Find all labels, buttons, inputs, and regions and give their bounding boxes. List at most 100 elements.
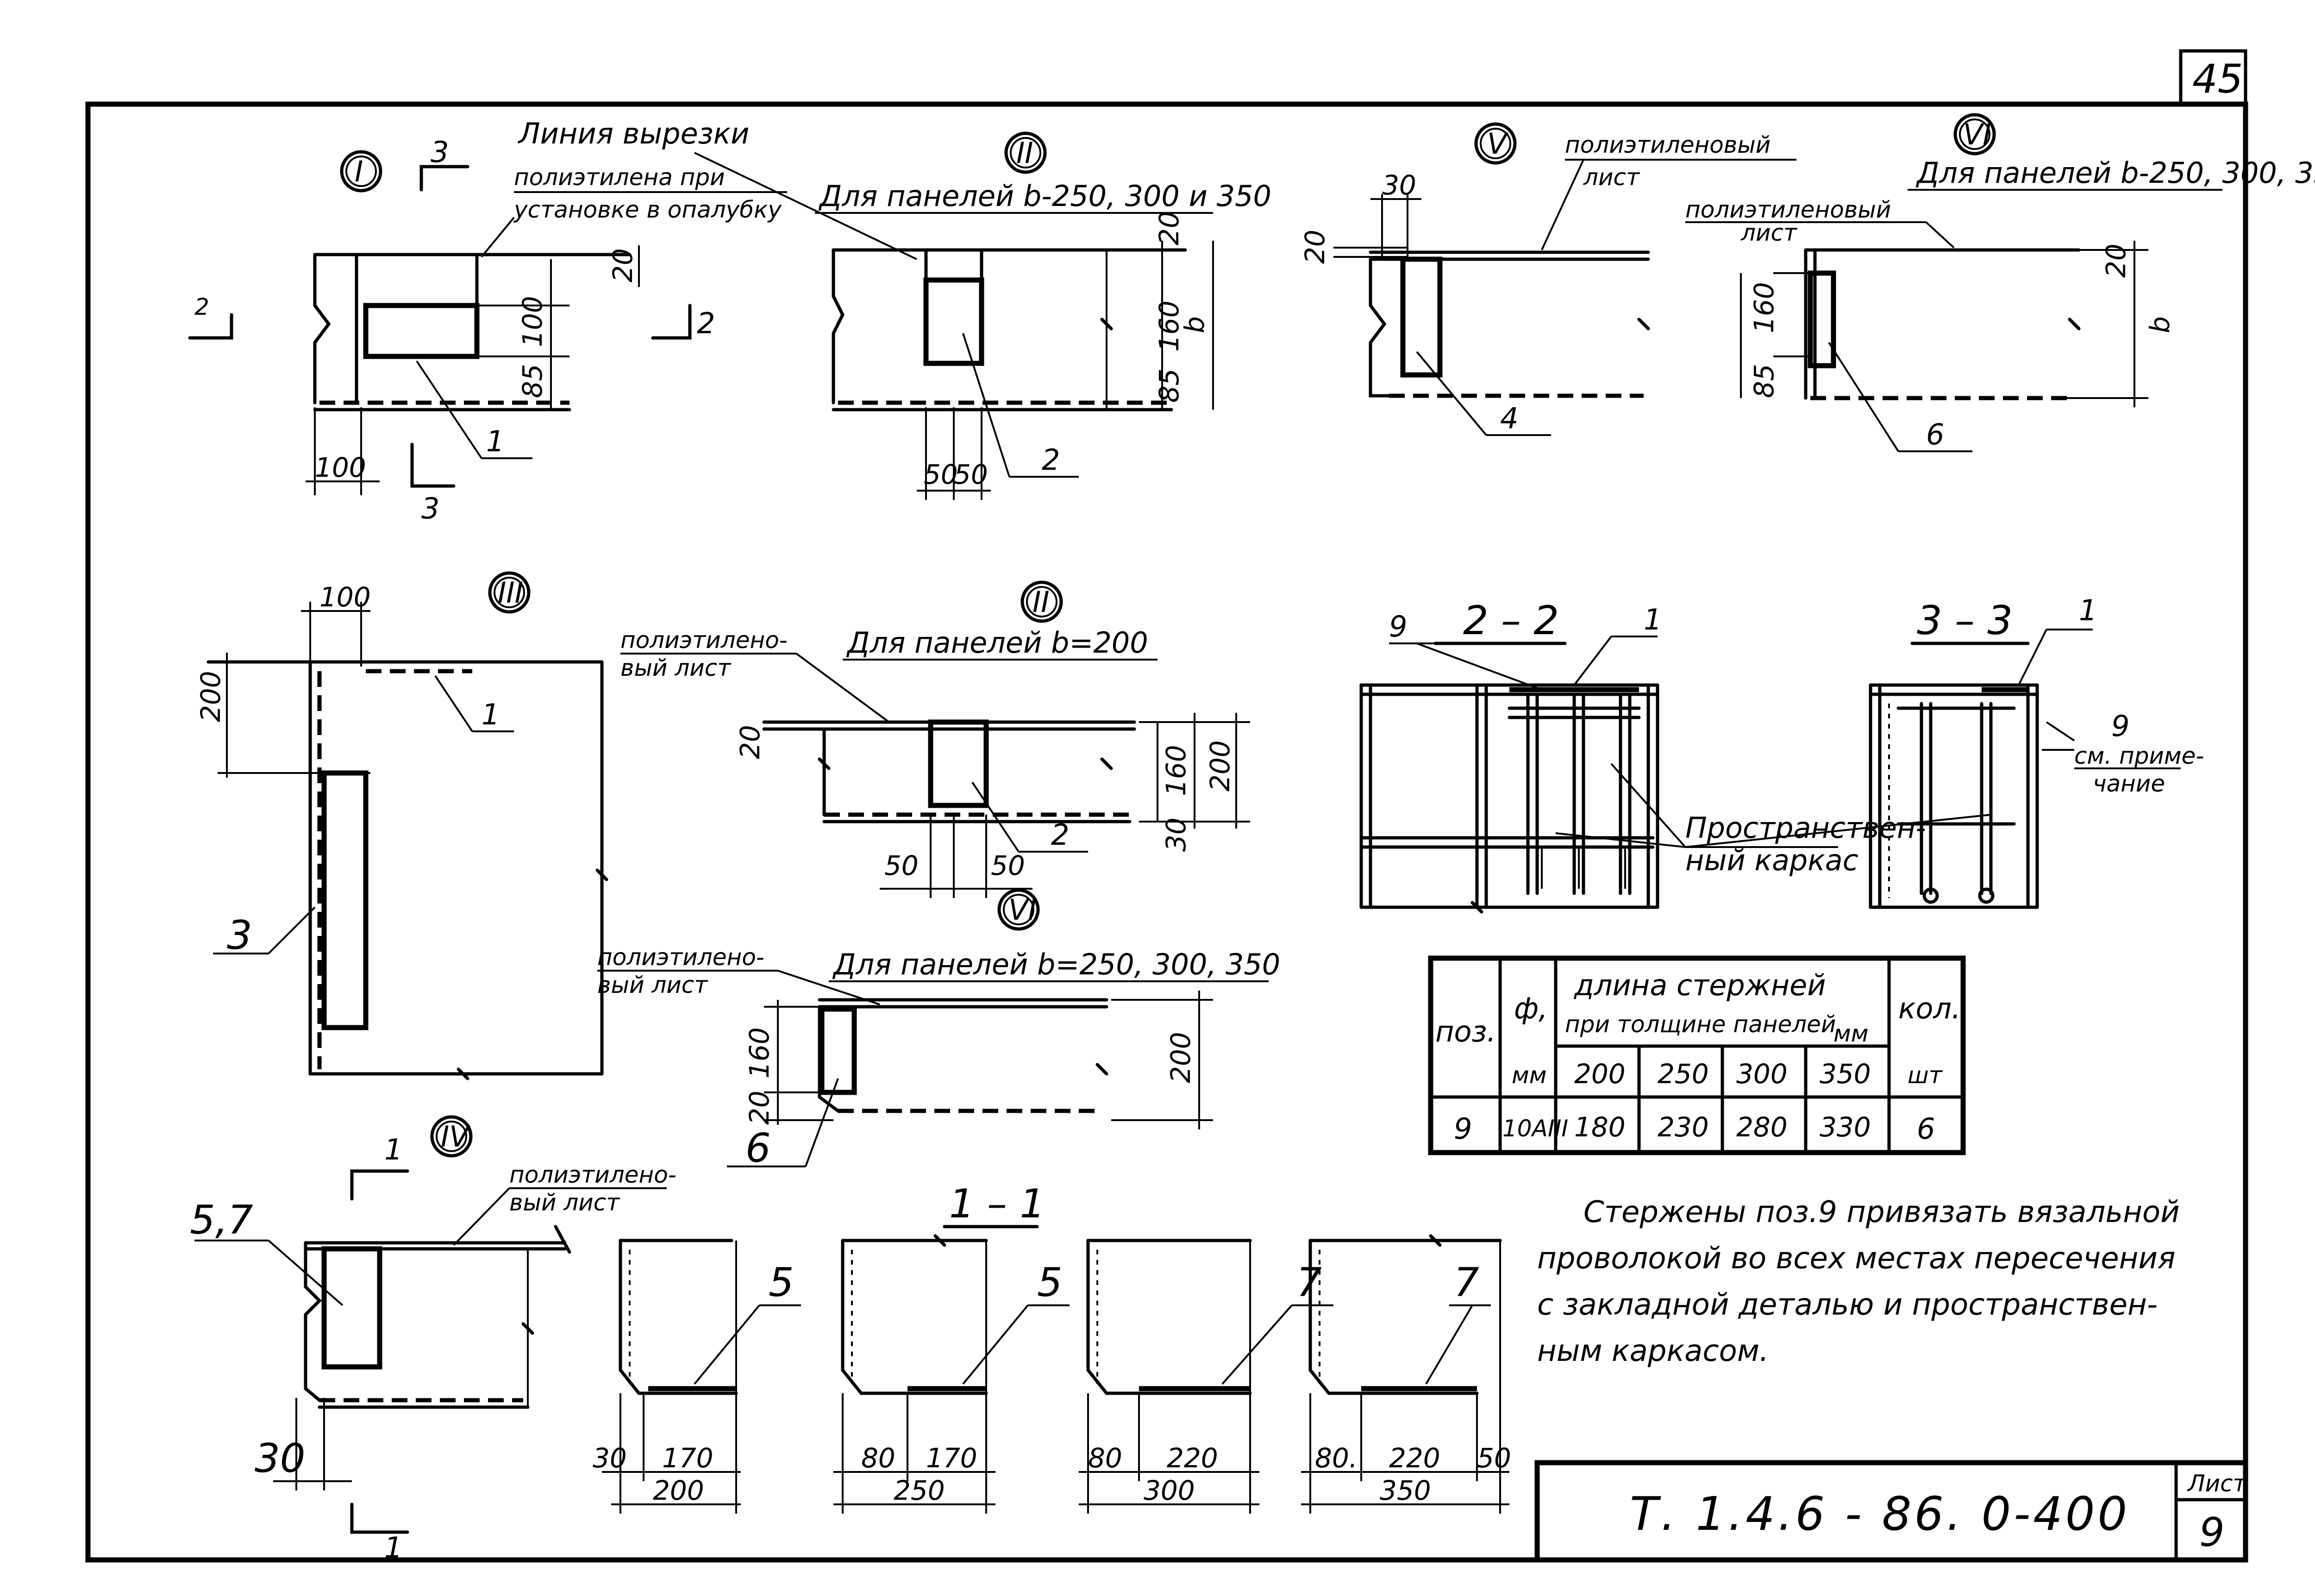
view-vi-b-label-2: вый лист: [597, 972, 708, 998]
detail-350-d3: 50: [1477, 1442, 1511, 1474]
view-i-pos-1: 1: [486, 424, 504, 458]
view-ii-b: II Для панелей b=200 полиэтилено- вый ли…: [620, 580, 1250, 898]
section-2-2: 2 – 2 9 1 Пространствен- ный: [1359, 598, 1991, 914]
view-iv-section-1-bottom: 1: [384, 1531, 402, 1565]
view-vi-a-dim-20: 20: [2100, 243, 2132, 278]
sheet-label: Лист: [2187, 1470, 2247, 1497]
view-ii-b-dim-160: 160: [1160, 745, 1192, 796]
view-i-dim-85: 85: [517, 364, 548, 398]
detail-350-pos: 7: [1454, 1259, 1479, 1306]
view-i-section-3-bottom: 3: [421, 492, 439, 525]
table-header-length-2: при толщине панелей: [1565, 1011, 1836, 1038]
view-v-label-2: лист: [1583, 164, 1640, 191]
table-thickness-200: 200: [1574, 1058, 1626, 1090]
detail-250-d1: 80: [861, 1442, 895, 1474]
section-1-1-detail-350: 7 80. 220 50 350: [1301, 1234, 1511, 1514]
table-row-len-200: 180: [1574, 1111, 1626, 1143]
view-vi-a-dim-b: b: [2144, 316, 2176, 333]
view-vi-a-label: полиэтиленовый: [1685, 196, 1891, 223]
section-2-2-frame-label-2: ный каркас: [1685, 843, 1858, 877]
section-2-2-pos-1: 1: [1644, 603, 1662, 636]
table-header-length: длина стержней: [1574, 968, 1826, 1002]
view-ii-b-dim-200: 200: [1204, 740, 1236, 792]
view-ii-a-marker: II: [1016, 136, 1033, 170]
drawing-designation: Т. 1.4.6 - 86. 0-400: [1630, 1487, 2130, 1541]
detail-300-d2: 220: [1167, 1442, 1218, 1474]
table-row-len-250: 230: [1658, 1111, 1709, 1143]
view-vi-a: VI Для панелей b-250, 300, 350 полиэтиле…: [1685, 113, 2315, 452]
note-line-1: Стержены поз.9 привязать вязальной: [1583, 1195, 2180, 1229]
section-2-2-title: 2 – 2: [1463, 598, 1559, 644]
table-header-qty: кол.: [1898, 991, 1961, 1025]
table-thickness-300: 300: [1736, 1058, 1788, 1090]
view-i-marker: I: [355, 155, 363, 188]
section-3-3-title: 3 – 3: [1917, 598, 2013, 644]
detail-250-d2: 170: [926, 1442, 977, 1474]
section-1-1: 1 – 1 5 30 170 200: [593, 1181, 1511, 1514]
view-iii-pos-1: 1: [482, 698, 500, 731]
view-vi-a-dim-160: 160: [1748, 282, 1780, 333]
view-i-dim-20: 20: [607, 248, 638, 282]
view-i-cut-label-2: полиэтилена при: [514, 164, 725, 191]
view-i-cut-label: Линия вырезки: [518, 117, 749, 150]
table-thickness-350: 350: [1820, 1058, 1871, 1090]
view-iv-dim-30: 30: [255, 1435, 305, 1482]
view-vi-a-caption: Для панелей b-250, 300, 350: [1915, 156, 2315, 190]
section-3-3-note-ref-2: чание: [2093, 770, 2165, 797]
view-v-label: полиэтиленовый: [1565, 131, 1771, 158]
section-1-1-detail-250: 5 80 170 250: [833, 1234, 1070, 1514]
view-ii-b-label-2: вый лист: [620, 655, 732, 681]
view-ii-b-dim-20: 20: [734, 725, 766, 759]
detail-250-total: 250: [894, 1475, 945, 1506]
detail-350-total: 350: [1380, 1475, 1431, 1506]
view-vi-a-pos-6: 6: [1926, 418, 1944, 451]
view-v-dim-20: 20: [1299, 230, 1331, 264]
note-line-3: с закладной деталью и пространствен-: [1537, 1288, 2158, 1322]
view-ii-a-dim-160: 160: [1153, 300, 1185, 352]
view-i-cut-label-3: установке в опалубку: [513, 196, 782, 223]
detail-300-d1: 80: [1088, 1442, 1122, 1474]
view-ii-b-marker: II: [1032, 585, 1050, 619]
page-number: 45: [2192, 56, 2243, 102]
detail-200-total: 200: [653, 1475, 704, 1506]
sheet-number: 9: [2199, 1509, 2225, 1556]
section-2-2-frame-label: Пространствен-: [1685, 811, 1926, 845]
view-ii-a-dim-20: 20: [1153, 211, 1185, 245]
table-row-pos: 9: [1454, 1112, 1472, 1146]
note-line-2: проволокой во всех местах пересечения: [1537, 1241, 2176, 1276]
view-vi-a-label-2: лист: [1740, 219, 1798, 246]
section-2-2-pos-9: 9: [1389, 610, 1407, 643]
view-vi-a-dim-85: 85: [1748, 364, 1780, 398]
table-header-dia: ф,: [1514, 991, 1548, 1025]
view-ii-a-caption: Для панелей b-250, 300 и 350: [818, 179, 1271, 213]
view-vi-a-marker: VI: [1963, 118, 1991, 151]
detail-350-d1: 80.: [1315, 1442, 1358, 1474]
view-iv: IV 1 полиэтилено- вый лист 30 5,7 1: [190, 1115, 676, 1565]
view-v-pos-4: 4: [1500, 401, 1518, 435]
section-1-1-detail-200: 5 30 170 200: [593, 1239, 801, 1514]
view-vi-b-marker: VI: [1008, 893, 1037, 927]
view-i: I 3 Линия вырезки полиэтилена при устано…: [188, 117, 917, 525]
view-ii-a-dim-85: 85: [1153, 368, 1185, 403]
detail-350-d2: 220: [1389, 1442, 1440, 1474]
section-3-3-pos-9: 9: [2111, 709, 2129, 743]
table-row-len-350: 330: [1820, 1111, 1871, 1143]
table-thickness-250: 250: [1658, 1058, 1709, 1090]
table-header-pos: поз.: [1435, 1015, 1496, 1048]
view-ii-b-dim-50b: 50: [991, 850, 1025, 881]
view-ii-a-dim-50b: 50: [954, 459, 988, 490]
view-i-dim-100v: 100: [517, 296, 548, 347]
section-1-1-title: 1 – 1: [949, 1181, 1045, 1227]
table-header-qty-unit: шт: [1908, 1062, 1943, 1089]
view-ii-a-dim-50a: 50: [924, 459, 958, 490]
detail-200-pos: 5: [769, 1259, 794, 1306]
detail-300-total: 300: [1144, 1475, 1195, 1506]
view-vi-b-dim-20: 20: [744, 1091, 775, 1125]
note-line-4: ным каркасом.: [1537, 1334, 1769, 1368]
title-block: Лист 9 Т. 1.4.6 - 86. 0-400: [1534, 1460, 2248, 1563]
view-ii-b-pos-2: 2: [1051, 818, 1069, 852]
view-vi-b-dim-200: 200: [1165, 1032, 1196, 1083]
detail-200-d2: 170: [662, 1442, 713, 1474]
view-iii-marker: III: [498, 576, 523, 610]
rebar-table: поз. ф, мм длина стержней при толщине па…: [1428, 955, 1966, 1155]
